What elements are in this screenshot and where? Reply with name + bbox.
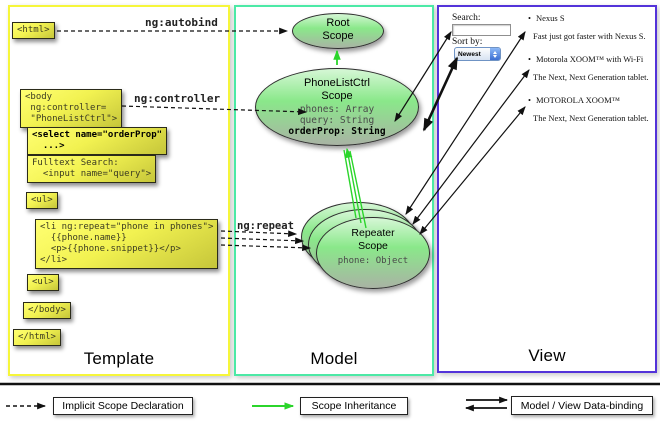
code-box-body-open: <body ng:controller= "PhoneListCtrl">: [20, 89, 123, 128]
code-box-body-close: </body>: [23, 302, 71, 319]
legend-data-binding-box: Model / View Data-binding: [511, 396, 653, 415]
model-column-title: Model: [310, 349, 358, 368]
phone-item-desc: The Next, Next Generation tablet.: [533, 113, 649, 123]
root-scope-ellipse: Root Scope: [292, 13, 384, 49]
phone-list-item: • MOTOROLA XOOM™ The Next, Next Generati…: [528, 96, 650, 123]
phonelistctrl-title-line1: PhoneListCtrl: [303, 77, 371, 89]
ng-controller-label: ng:controller: [134, 92, 221, 105]
search-input[interactable]: [452, 24, 511, 36]
repeater-title-line1: Repeater: [351, 227, 395, 239]
repeater-scope-ellipse-front: Repeater Scope phone: Object: [316, 217, 430, 289]
legend-implicit-scope-label: Implicit Scope Declaration: [62, 400, 184, 412]
legend-implicit-scope-box: Implicit Scope Declaration: [53, 397, 193, 415]
code-box-html-close: </html>: [13, 329, 61, 346]
ng-autobind-label: ng:autobind: [145, 16, 218, 29]
search-label: Search:: [452, 13, 481, 23]
stepper-down-arrow-icon: [493, 54, 497, 58]
repeater-title-line2: Scope: [358, 239, 388, 252]
model-column: Model: [234, 5, 434, 376]
sort-by-label: Sort by:: [452, 37, 483, 47]
phonelistctrl-title-line2: Scope: [321, 89, 353, 102]
phone-list-item: • Nexus S Fast just got faster with Nexu…: [528, 14, 650, 41]
template-column: Template: [8, 5, 230, 376]
phonelistctrl-prop-query: query: String: [299, 115, 375, 126]
code-box-ul-open: <ul>: [26, 192, 58, 209]
legend-data-binding-label: Model / View Data-binding: [520, 399, 644, 412]
legend-scope-inheritance-label: Scope Inheritance: [311, 400, 397, 412]
phonelistctrl-prop-phones: phones: Array: [299, 104, 375, 115]
phonelistctrl-scope-ellipse: PhoneListCtrl Scope phones: Array query:…: [255, 68, 419, 146]
bullet-icon: •: [528, 54, 531, 64]
bullet-icon: •: [528, 13, 531, 23]
phonelistctrl-prop-orderprop: orderProp: String: [288, 126, 386, 137]
root-scope-title-line1: Root: [326, 17, 350, 29]
phone-item-desc: Fast just got faster with Nexus S.: [533, 31, 646, 41]
view-column-title: View: [528, 346, 566, 365]
phone-item-title: Motorola XOOM™ with Wi-Fi: [535, 54, 644, 64]
code-box-select: <select name="orderProp" ...>: [27, 127, 168, 155]
repeater-prop-phone: phone: Object: [337, 256, 409, 266]
code-box-li-repeat: <li ng:repeat="phone in phones"> {{phone…: [35, 219, 219, 269]
sort-select[interactable]: Newest: [454, 47, 501, 61]
code-box-fulltext-search: Fulltext Search: <input name="query">: [27, 155, 157, 183]
template-column-title: Template: [83, 349, 155, 368]
stepper-up-arrow-icon: [493, 50, 497, 54]
phone-item-title: MOTOROLA XOOM™: [535, 95, 620, 105]
phone-list-item: • Motorola XOOM™ with Wi-Fi The Next, Ne…: [528, 55, 650, 82]
root-scope-title-line2: Scope: [322, 29, 354, 42]
ng-repeat-label: ng:repeat: [237, 220, 294, 232]
code-box-ul-close: <ul>: [27, 274, 59, 291]
phone-item-desc: The Next, Next Generation tablet.: [533, 72, 649, 82]
legend-scope-inheritance-box: Scope Inheritance: [300, 397, 408, 415]
sort-select-value: Newest: [458, 50, 481, 58]
select-stepper-icon: [490, 48, 500, 60]
bullet-icon: •: [528, 95, 531, 105]
code-box-html-open: <html>: [12, 22, 55, 39]
phone-item-title: Nexus S: [535, 13, 565, 23]
